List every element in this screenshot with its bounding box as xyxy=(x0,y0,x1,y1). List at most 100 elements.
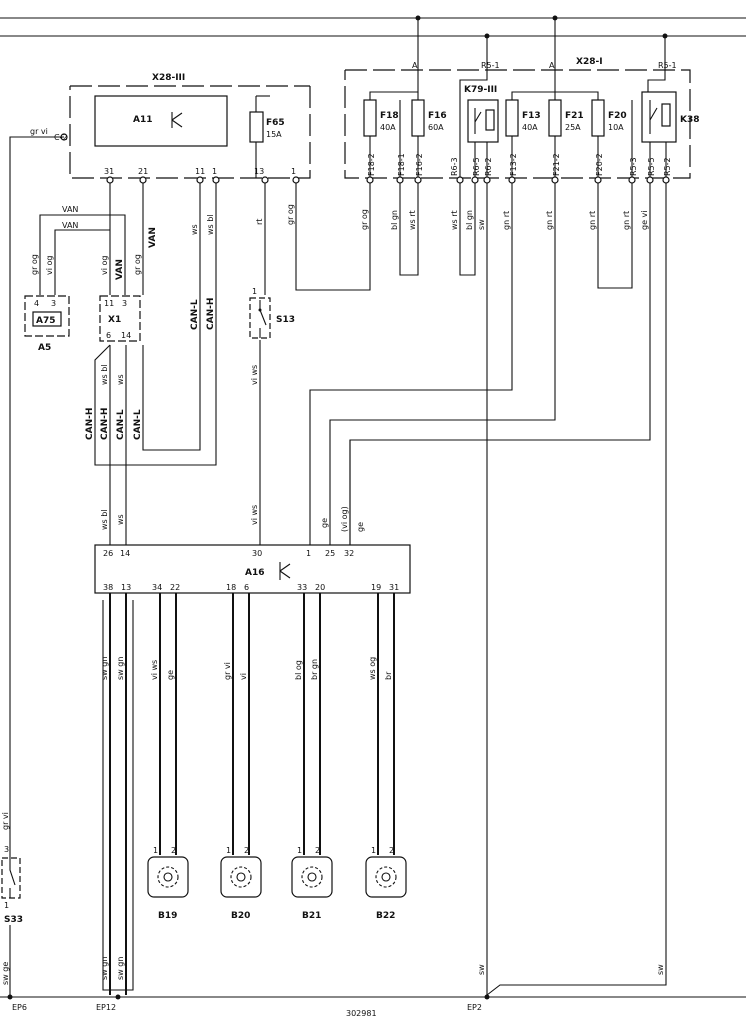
b19-label: B19 xyxy=(158,911,177,921)
wire-label-ge-b19: ge xyxy=(166,670,175,680)
wire-label-ws-og-b22: ws og xyxy=(368,657,377,680)
module-a11: A11 31 21 11 1 xyxy=(94,95,228,176)
k79-label: K79-III xyxy=(464,85,497,95)
wire-label-sw-k79: sw xyxy=(477,219,486,230)
wire-label-ge-a16: ge xyxy=(320,518,329,528)
f65-pin-1: 1 xyxy=(291,167,296,176)
f65-pin-13: 13 xyxy=(254,167,264,176)
wire-label-gr-vi-s33: gr vi xyxy=(1,812,10,830)
wire-label-ws-x1: ws xyxy=(116,374,125,385)
a16-pin-25: 25 xyxy=(325,549,335,558)
wire-label-vi-ws-s13: vi ws xyxy=(250,365,259,385)
wire-label-ws-a16: ws xyxy=(116,514,125,525)
connector-x1: 11 3 X1 6 14 xyxy=(99,295,141,342)
f13-pin-2: F13-2 xyxy=(509,153,518,176)
a16-pin-14: 14 xyxy=(120,549,130,558)
fuse-f16: F16 60A F16-2 xyxy=(411,99,447,178)
wire-label-gn-rt-k38: gn rt xyxy=(622,211,631,230)
x28-iii-label: X28-III xyxy=(152,73,185,83)
x1-pin-14: 14 xyxy=(121,331,131,340)
k38-label: K38 xyxy=(680,115,700,125)
f18-rating: 40A xyxy=(380,123,396,132)
a11-pin-21: 21 xyxy=(138,167,148,176)
s33-pin-1: 1 xyxy=(4,901,9,910)
k38-pin-r5-5: R5-5 xyxy=(647,157,656,176)
f16-pin-2: F16-2 xyxy=(415,153,424,176)
can-l-label-1: CAN-L xyxy=(116,409,126,440)
wire-label-vi-og-paren: (vi og) xyxy=(340,506,349,532)
f13-label: F13 xyxy=(522,111,541,121)
wire-label-vi-b20: vi xyxy=(239,673,248,680)
module-a16: 26 14 30 1 25 32 A16 38 13 34 22 18 6 33… xyxy=(94,544,411,594)
a16-pin-13: 13 xyxy=(121,583,131,592)
b20-pin-2: 2 xyxy=(244,846,249,855)
van-label-x1-left: VAN xyxy=(115,259,125,280)
a16-pin-33: 33 xyxy=(297,583,307,592)
b21-pin-1: 1 xyxy=(297,846,302,855)
wire-label-vi-ws-a16: vi ws xyxy=(250,505,259,525)
wire-label-ws-bl-a16: ws bl xyxy=(100,509,109,530)
f21-label: F21 xyxy=(565,111,584,121)
wire-label-gr-vi-b20: gr vi xyxy=(223,662,232,680)
b22-pin-2: 2 xyxy=(389,846,394,855)
k79-pin-r6-5: R6-5 xyxy=(472,157,481,176)
van-label-bottom: VAN xyxy=(62,221,78,230)
f16-label: F16 xyxy=(428,111,447,121)
van-bus-wiring: VAN VAN gr og vi og vi og VAN gr og VAN xyxy=(30,183,158,295)
x28-i-pin-r5: R5-1 xyxy=(658,61,677,70)
f65-rating: 15A xyxy=(266,130,282,139)
f21-rating: 25A xyxy=(565,123,581,132)
f18-pin-1: F18-1 xyxy=(397,153,406,176)
b19-pin-2: 2 xyxy=(171,846,176,855)
x28-i-internal-wiring xyxy=(369,70,666,178)
a16-pin-26: 26 xyxy=(103,549,113,558)
can-l-label-top: CAN-L xyxy=(190,299,200,330)
fuse-f21: F21 25A F21-2 xyxy=(548,99,584,178)
can-bus-wiring: CAN-L CAN-H ws ws bl ws bl ws CAN-H CAN-… xyxy=(85,183,217,545)
wire-f65-to-f18: gr og xyxy=(286,183,371,291)
wire-label-gr-og-f18: gr og xyxy=(360,209,369,230)
a11-pin-1: 1 xyxy=(212,167,217,176)
can-h-label-1: CAN-H xyxy=(85,408,95,440)
a11-label: A11 xyxy=(133,115,153,125)
a16-lower-wiring: sw gn sw gn sw gn sw gn vi ws ge gr vi v… xyxy=(100,593,395,995)
a16-pin-22: 22 xyxy=(170,583,180,592)
can-l-label-2: CAN-L xyxy=(133,409,143,440)
wire-label-gn-rt-f13: gn rt xyxy=(502,211,511,230)
s13-pin-1: 1 xyxy=(252,287,257,296)
f16-rating: 60A xyxy=(428,123,444,132)
s13-label: S13 xyxy=(276,315,295,325)
wire-label-br-b22: br xyxy=(384,671,393,680)
wire-label-vi-ws-b19: vi ws xyxy=(150,660,159,680)
sensor-b20: 1 2 B20 xyxy=(220,846,262,921)
s33-label: S33 xyxy=(4,915,23,925)
a16-pin-38: 38 xyxy=(103,583,113,592)
wire-label-sw-gn-2: sw gn xyxy=(116,657,125,680)
drawing-reference: 302981 xyxy=(346,1009,377,1018)
fuse-f20: F20 10A F20-2 xyxy=(591,99,627,178)
wire-label-gr-og-x1: gr og xyxy=(133,254,142,275)
s33-pin-3: 3 xyxy=(4,845,9,854)
f21-pin-2: F21-2 xyxy=(552,153,561,176)
wire-label-br-gn-b21: br gn xyxy=(310,659,319,680)
b21-label: B21 xyxy=(302,911,321,921)
k38-pin-r5-3: R5-3 xyxy=(629,157,638,176)
relay-k79-iii: K79-III R6-3 R6-5 R6-2 xyxy=(450,85,499,178)
x1-pin-11: 11 xyxy=(104,299,114,308)
a16-pin-20: 20 xyxy=(315,583,325,592)
x1-pin-3: 3 xyxy=(122,299,127,308)
a5-pin-3: 3 xyxy=(51,299,56,308)
van-label-top: VAN xyxy=(62,205,78,214)
can-h-label-top: CAN-H xyxy=(206,298,216,330)
relay-k38: K38 R5-3 R5-5 R5-2 xyxy=(629,91,700,178)
x28-i-pin-a-2: A xyxy=(549,61,555,70)
f18-label: F18 xyxy=(380,111,399,121)
a75-label: A75 xyxy=(36,316,56,326)
van-label-x1-right: VAN xyxy=(148,227,158,248)
f13-rating: 40A xyxy=(522,123,538,132)
a16-pin-18: 18 xyxy=(226,583,236,592)
f65-label: F65 xyxy=(266,118,285,128)
x28-iii-pin-c2: C-2 gr vi xyxy=(9,127,68,860)
ground-ep6: EP6 xyxy=(12,1003,27,1012)
